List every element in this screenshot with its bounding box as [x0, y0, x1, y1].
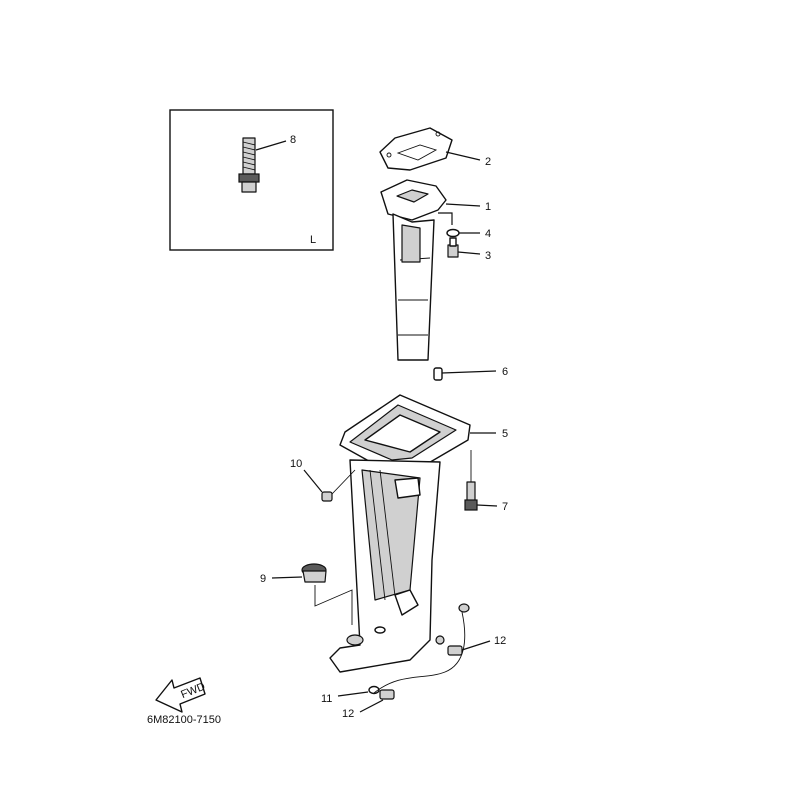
callout-2: 2 [485, 156, 491, 168]
part-2-gasket [379, 127, 481, 171]
part-4-washer [446, 228, 480, 238]
callouts: 8 2 1 4 3 6 5 10 7 9 12 11 12 [260, 134, 508, 720]
callout-3: 3 [485, 250, 491, 262]
part-5-upper-casing [329, 394, 496, 673]
callout-9: 9 [260, 573, 266, 585]
part-8-drain-screw [238, 137, 287, 193]
diagram-code: 6M82100-7150 [147, 714, 221, 726]
part-6-dowel-pin [433, 367, 497, 381]
leader-1-to-bolt [438, 212, 453, 225]
ground-wire [373, 603, 470, 694]
callout-5: 5 [502, 428, 508, 440]
part-11-washer [337, 685, 380, 697]
callout-1: 1 [485, 201, 491, 213]
callout-11: 11 [321, 693, 332, 705]
callout-12-upper: 12 [494, 635, 506, 647]
part-10-plug [303, 469, 356, 502]
part-12-screw-lower [359, 689, 395, 713]
callout-10: 10 [290, 458, 302, 470]
callout-12-lower: 12 [342, 708, 354, 720]
part-12-screw-upper [447, 640, 491, 656]
callout-6: 6 [502, 366, 508, 378]
part-9-grommet [271, 563, 353, 625]
part-1-exhaust-tube [380, 179, 481, 361]
part-7-bolt [464, 450, 498, 511]
callout-4: 4 [485, 228, 491, 240]
fwd-arrow-icon: FWD [155, 677, 207, 713]
callout-7: 7 [502, 501, 508, 513]
inset-box: L [169, 109, 334, 251]
inset-letter: L [310, 234, 316, 246]
callout-8: 8 [290, 134, 296, 146]
part-3-bolt [447, 237, 481, 258]
